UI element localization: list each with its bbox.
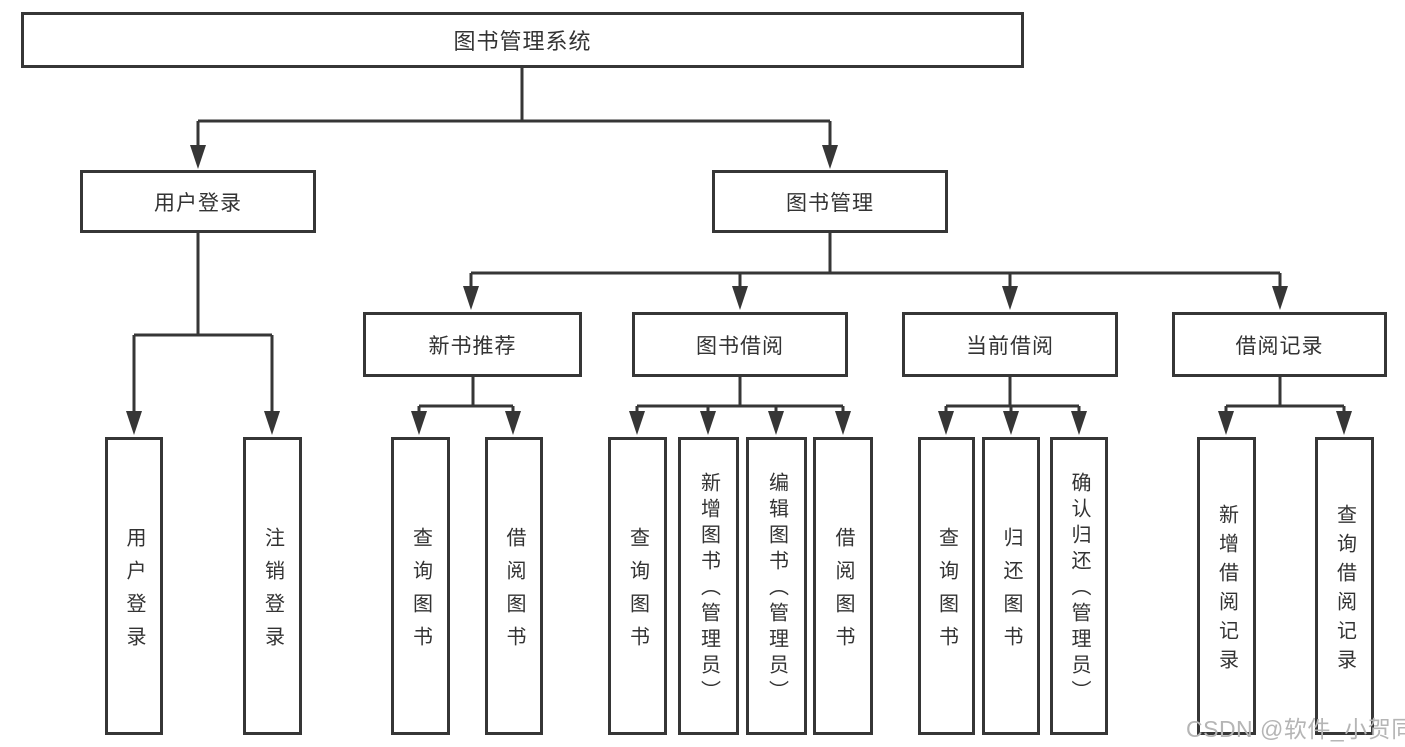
node-borrow-records: 借阅记录 [1172, 312, 1387, 377]
leaf-edit-books-admin: 编辑图书（管理员） [746, 437, 807, 735]
node-label: 借阅记录 [1235, 334, 1324, 358]
node-label: 新书推荐 [428, 334, 517, 358]
leaf-logout: 注销登录 [243, 437, 302, 735]
leaf-label: 注销登录 [261, 526, 284, 659]
connector-borrow-records [1224, 377, 1346, 414]
node-root-label: 图书管理系统 [453, 29, 592, 54]
connector-user-login [132, 233, 274, 414]
leaf-add-books-admin: 新增图书（管理员） [678, 437, 739, 735]
node-label: 图书管理 [786, 191, 874, 215]
leaf-label: 编辑图书（管理员） [765, 472, 788, 706]
leaf-label: 查询借阅记录 [1333, 503, 1356, 678]
csdn-watermark: CSDN @软件_小贺同学 [1186, 716, 1405, 742]
leaf-query-books-3: 查询图书 [918, 437, 975, 735]
leaf-query-borrow-record: 查询借阅记录 [1315, 437, 1374, 735]
connector-root [196, 68, 832, 148]
node-user-login: 用户登录 [80, 170, 316, 233]
node-label: 图书借阅 [696, 334, 784, 358]
node-book-borrow: 图书借阅 [632, 312, 848, 377]
leaf-label: 借阅图书 [503, 526, 525, 659]
leaf-label: 确认归还（管理员） [1068, 472, 1090, 706]
leaf-label: 用户登录 [123, 526, 145, 659]
leaf-return-books: 归还图书 [982, 437, 1040, 735]
leaf-label: 归还图书 [1000, 526, 1022, 659]
leaf-query-books-1: 查询图书 [391, 437, 450, 735]
connector-current-borrow [944, 377, 1081, 414]
leaf-label: 查询图书 [409, 526, 432, 659]
node-current-borrow: 当前借阅 [902, 312, 1118, 377]
connector-book-borrow [635, 377, 845, 414]
node-book-management: 图书管理 [712, 170, 948, 233]
leaf-confirm-return-admin: 确认归还（管理员） [1050, 437, 1108, 735]
leaf-label: 查询图书 [626, 526, 649, 659]
node-label: 用户登录 [154, 191, 242, 215]
connector-new-book-recommend [417, 377, 515, 414]
node-root: 图书管理系统 [21, 12, 1024, 68]
leaf-borrow-books-1: 借阅图书 [485, 437, 543, 735]
node-label: 当前借阅 [966, 334, 1054, 358]
connector-book-management [469, 233, 1282, 289]
leaf-label: 查询图书 [935, 526, 958, 659]
leaf-borrow-books-2: 借阅图书 [813, 437, 873, 735]
leaf-label: 新增图书（管理员） [697, 472, 720, 706]
leaf-add-borrow-record: 新增借阅记录 [1197, 437, 1256, 735]
leaf-user-login: 用户登录 [105, 437, 163, 735]
leaf-query-books-2: 查询图书 [608, 437, 667, 735]
leaf-label: 新增借阅记录 [1215, 503, 1238, 678]
node-new-book-recommend: 新书推荐 [363, 312, 582, 377]
leaf-label: 借阅图书 [832, 526, 854, 659]
